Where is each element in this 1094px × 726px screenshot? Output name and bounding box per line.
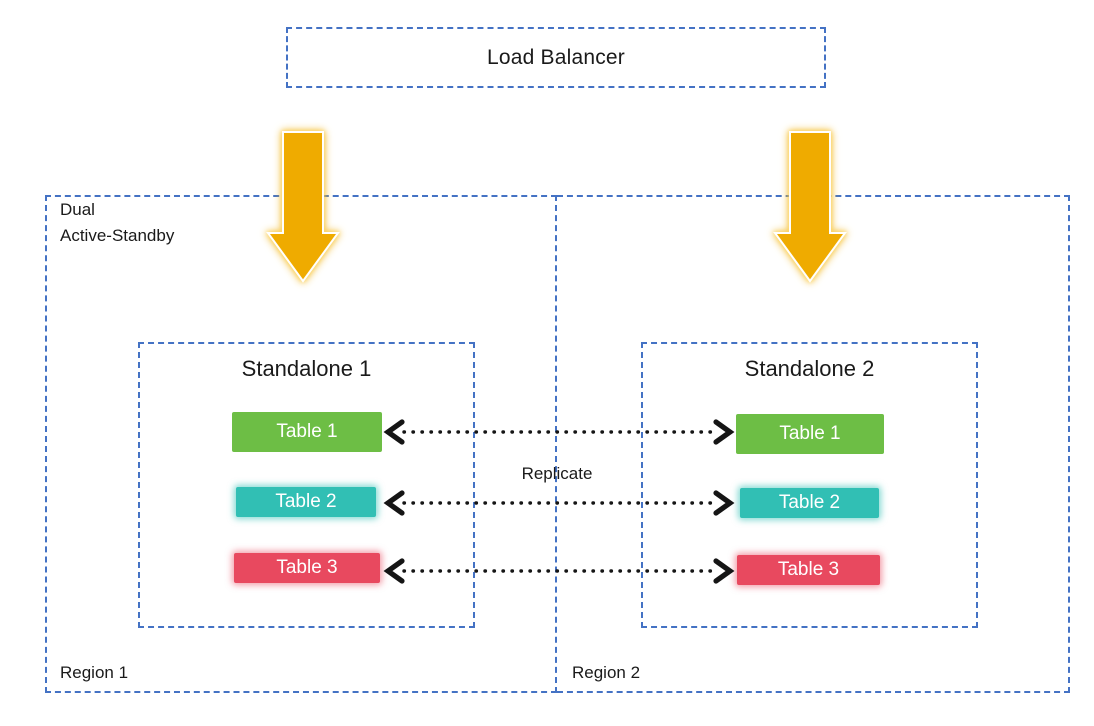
load-balancer-label: Load Balancer xyxy=(486,45,626,69)
table-chip-s2-table3: Table 3 xyxy=(737,555,880,585)
down-arrow-shape xyxy=(266,131,340,283)
down-arrow-shape xyxy=(773,131,847,283)
table-chip-s2-table1: Table 1 xyxy=(736,414,884,454)
load-balancer-box: Load Balancer xyxy=(286,27,826,88)
region-1-label: Region 1 xyxy=(60,663,129,682)
table-chip-s2-table2: Table 2 xyxy=(740,488,879,518)
table-chip-s1-table2: Table 2 xyxy=(236,487,376,517)
standalone-2-title: Standalone 2 xyxy=(744,356,875,381)
table-chip-s1-table1: Table 1 xyxy=(232,412,382,452)
standalone-1-box: Standalone 1 xyxy=(138,342,475,628)
standalone-1-title: Standalone 1 xyxy=(241,356,372,381)
table-chip-s1-table3: Table 3 xyxy=(234,553,380,583)
replicate-label: Replicate xyxy=(521,464,593,483)
dual-active-standby-label: Dual Active-Standby xyxy=(60,200,175,245)
down-arrow-icon xyxy=(773,131,847,283)
region-2-label: Region 2 xyxy=(572,663,641,682)
down-arrow-icon xyxy=(266,131,340,283)
standalone-2-box: Standalone 2 xyxy=(641,342,978,628)
